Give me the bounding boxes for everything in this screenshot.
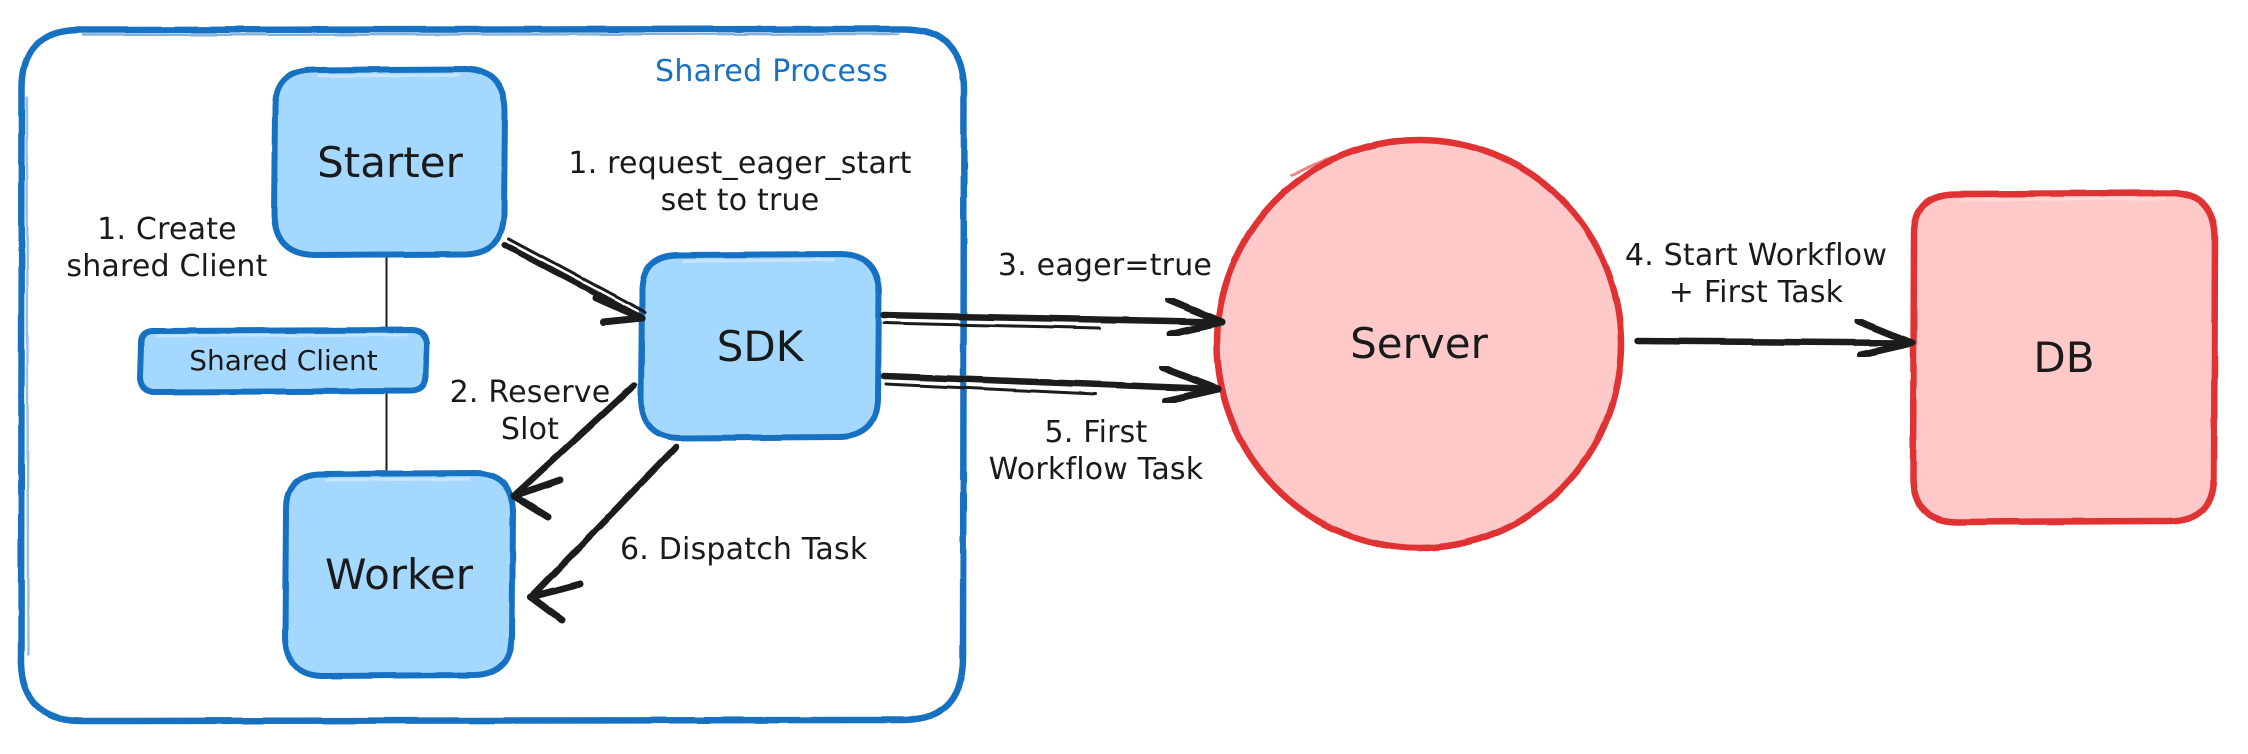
node-starter[interactable]	[270, 65, 509, 259]
node-db[interactable]	[1909, 189, 2219, 526]
arrow-starter-to-sdk	[502, 237, 647, 326]
edge-label-request-eager-start: 1. request_eager_start set to true	[568, 146, 912, 218]
shared-process-container[interactable]	[17, 25, 968, 725]
arrow-sdk-to-worker-reserve	[510, 381, 638, 521]
edge-starter-shared-client-worker	[383, 249, 390, 475]
node-worker[interactable]	[281, 469, 517, 680]
edge-label-eager-true: 3. eager=true	[997, 248, 1213, 283]
edge-label-reserve-slot: 2. Reserve Slot	[449, 375, 611, 447]
node-sdk[interactable]	[637, 250, 883, 442]
node-shared-client[interactable]	[136, 326, 431, 396]
edge-label-start-workflow-first-task: 4. Start Workflow + First Task	[1624, 238, 1888, 310]
edge-label-first-workflow-task: 5. First Workflow Task	[988, 415, 1204, 487]
edge-label-dispatch-task: 6. Dispatch Task	[620, 532, 868, 567]
arrow-sdk-to-server	[880, 296, 1226, 338]
arrow-server-to-db	[1634, 317, 1916, 359]
shared-process-title: Shared Process	[655, 54, 889, 89]
arrow-sdk-to-worker-dispatch	[527, 443, 680, 624]
arrow-server-to-sdk	[880, 364, 1222, 405]
node-server[interactable]	[1213, 136, 1625, 552]
edge-label-create-shared-client: 1. Create shared Client	[66, 212, 268, 284]
